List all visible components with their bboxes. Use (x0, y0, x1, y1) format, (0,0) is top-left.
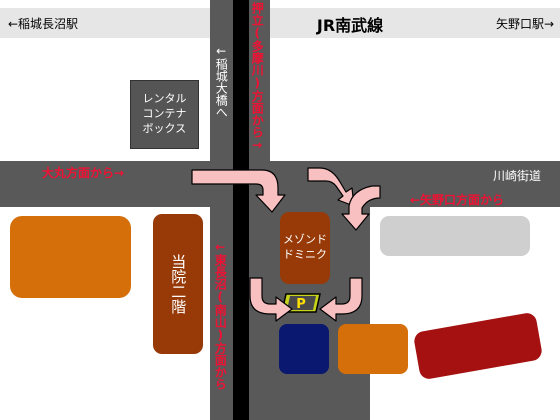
orange-building-left (10, 216, 131, 298)
road-center-line (233, 0, 249, 420)
maison-dominique-building: メゾンド ドミニク (280, 212, 330, 284)
higashi-naganuma-direction-label: ←東長沼(南山)方面から (213, 240, 228, 390)
clinic-label: 当院二階 (169, 254, 188, 314)
kawasaki-kaido-label: 川崎街道 (493, 169, 542, 183)
yanokuchi-direction-label: ←矢野口方面から (410, 193, 505, 207)
left-station-label: ←稲城長沼駅 (8, 17, 79, 31)
rail-band (0, 8, 560, 38)
oshitate-direction-label: 押立(多摩川)方面から→ (250, 2, 265, 152)
inagi-ohashi-label: ←稲城大橋へ (214, 44, 229, 118)
right-station-label: 矢野口駅→ (495, 17, 554, 31)
maison-dominique-label: メゾンド ドミニク (283, 233, 327, 261)
rental-container-label: レンタル コンテナ ボックス (142, 92, 187, 135)
clinic-building: 当院二階 (153, 214, 203, 354)
arrow-oshitate-turn (307, 167, 355, 207)
arrow-omaru-turn (191, 169, 286, 213)
arrow-yanokuchi-turn (341, 185, 381, 231)
rail-line-title: JR南武線 (316, 16, 384, 35)
arrow-parking-left (249, 277, 293, 322)
light-gray-building (380, 216, 530, 256)
omaru-direction-label: 大丸方面から→ (42, 166, 125, 180)
orange-building-right (338, 324, 408, 374)
parking-symbol: P (296, 297, 306, 312)
rail-crossing-line (233, 8, 249, 38)
rental-container-building: レンタル コンテナ ボックス (130, 80, 199, 149)
arrow-parking-right (319, 277, 363, 322)
navy-building (279, 324, 329, 374)
